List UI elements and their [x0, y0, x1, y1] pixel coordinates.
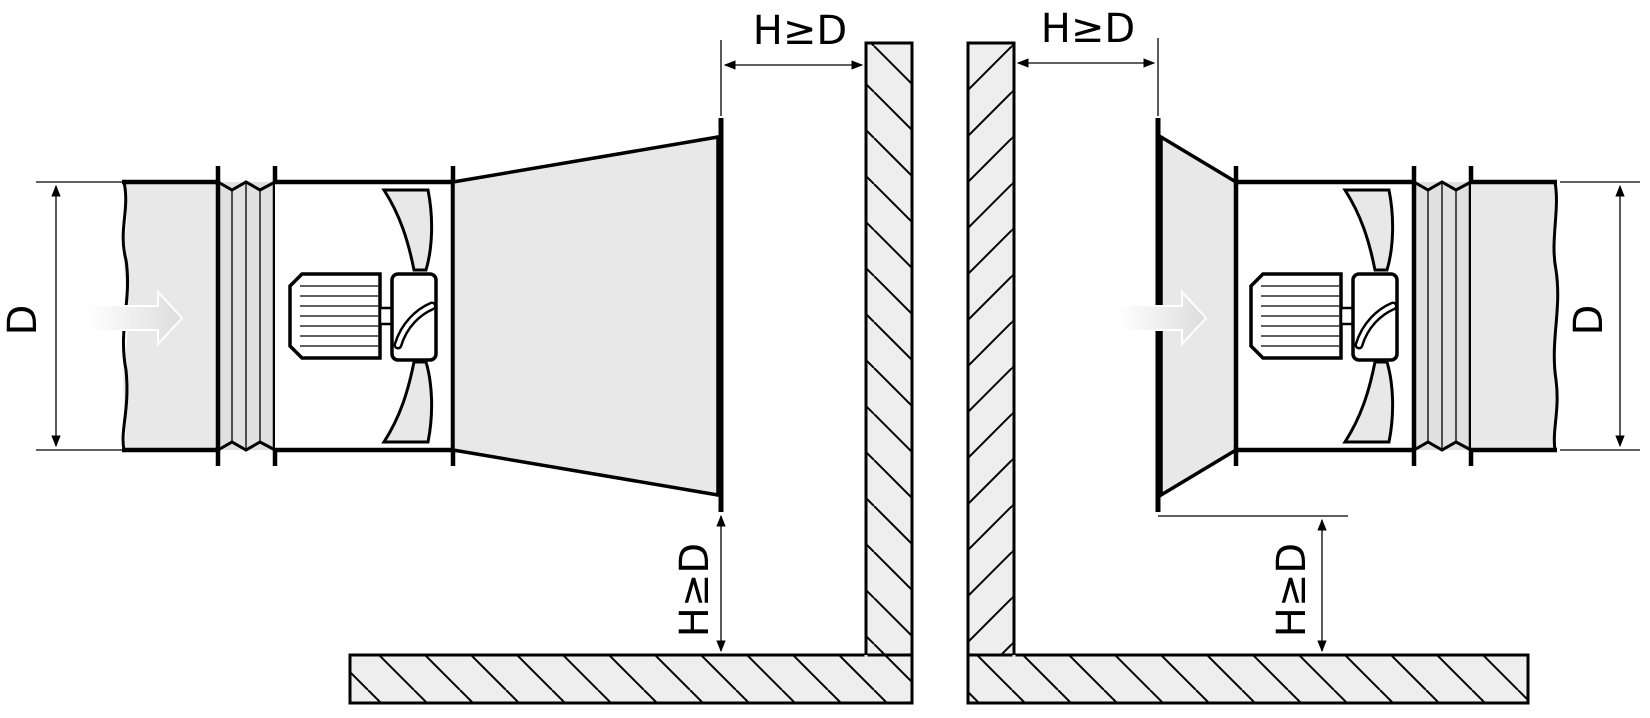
fan-blade-icon: [1342, 188, 1395, 444]
right-wall-vertical: [966, 41, 1016, 705]
left-vertical-clearance: H≥D: [672, 514, 726, 653]
left-flex-connector: [215, 166, 278, 466]
clearance-label: H≥D: [672, 543, 718, 637]
duct-diameter-label: D: [0, 305, 46, 336]
clearance-label: H≥D: [1269, 543, 1315, 637]
fan-blade-icon: [381, 188, 434, 444]
right-diameter-dimension: D: [1560, 181, 1640, 451]
airflow-arrow-icon: [88, 289, 184, 347]
left-floor: [348, 653, 914, 705]
right-horizontal-clearance: H≥D: [1016, 6, 1159, 116]
airflow-arrow-icon: [1118, 289, 1208, 347]
fan-motor-icon: [288, 272, 438, 362]
right-floor: [966, 653, 1530, 705]
left-installation: D H≥D H≥D: [0, 8, 914, 705]
right-outlet-duct: [1471, 179, 1560, 453]
left-wall-vertical: [864, 41, 914, 705]
duct-diameter-label: D: [1566, 305, 1612, 336]
left-diameter-dimension: D: [0, 181, 122, 451]
fan-motor-icon: [1249, 272, 1399, 362]
right-flex-connector: [1411, 166, 1474, 466]
left-horizontal-clearance: H≥D: [720, 8, 864, 116]
right-vertical-clearance: H≥D: [1158, 515, 1348, 653]
left-diffuser: [451, 118, 724, 512]
clearance-label: H≥D: [1041, 6, 1135, 52]
right-installation: D H≥D H≥D: [966, 6, 1640, 705]
clearance-label: H≥D: [753, 8, 847, 54]
